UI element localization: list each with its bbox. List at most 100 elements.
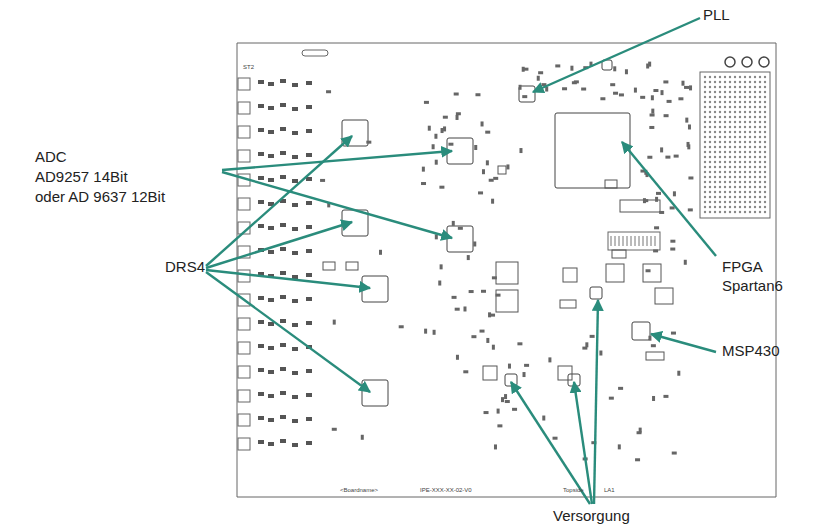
pin-dot xyxy=(744,201,746,203)
pin-dot xyxy=(739,106,741,108)
smd-part xyxy=(280,391,286,395)
pin-dot xyxy=(739,136,741,138)
pin-dot xyxy=(739,126,741,128)
pin-dot xyxy=(714,176,716,178)
ic-chip xyxy=(447,226,473,252)
pin-dot xyxy=(754,191,756,193)
pin-dot xyxy=(714,116,716,118)
pin-dot xyxy=(714,206,716,208)
pin-dot xyxy=(754,96,756,98)
smd-part xyxy=(640,96,645,99)
pin-dot xyxy=(759,101,761,103)
pin-dot xyxy=(749,161,751,163)
smd-part xyxy=(379,250,382,255)
pin-dot xyxy=(724,196,726,198)
inductor xyxy=(483,366,497,380)
pin-dot xyxy=(729,206,731,208)
pin-dot xyxy=(734,106,736,108)
pin-dot xyxy=(764,206,766,208)
smd-part xyxy=(673,191,676,196)
smd-part xyxy=(678,97,683,100)
smd-part xyxy=(280,247,286,251)
inductor xyxy=(563,268,577,282)
smd-part xyxy=(454,93,459,96)
pin-dot xyxy=(724,96,726,98)
pin-dot xyxy=(734,171,736,173)
pin-dot xyxy=(754,81,756,83)
smd-part xyxy=(555,64,560,67)
pin-dot xyxy=(719,166,721,168)
pin-dot xyxy=(759,126,761,128)
smd-part xyxy=(517,342,522,345)
pin-dot xyxy=(724,186,726,188)
pin-dot xyxy=(719,146,721,148)
pin-dot xyxy=(709,96,711,98)
pin-dot xyxy=(739,166,741,168)
smd-part xyxy=(494,444,497,449)
callout-label: FPGA xyxy=(722,258,763,276)
pin-dot xyxy=(729,211,731,213)
pin-dot xyxy=(734,76,736,78)
pin-dot xyxy=(719,111,721,113)
smd-part xyxy=(306,417,312,421)
smd-part xyxy=(684,260,687,265)
callout-label: ADC xyxy=(35,148,67,166)
smd-part xyxy=(268,106,274,110)
pin-dot xyxy=(734,111,736,113)
smd-part xyxy=(306,441,312,445)
smd-part xyxy=(471,335,476,338)
pin-dot xyxy=(744,101,746,103)
pin-dot xyxy=(739,171,741,173)
smd-part xyxy=(292,347,298,351)
pin-dot xyxy=(739,76,741,78)
pin-dot xyxy=(749,101,751,103)
pin-dot xyxy=(744,81,746,83)
pin-dot xyxy=(764,86,766,88)
smd-part xyxy=(523,372,526,377)
pin-dot xyxy=(749,81,751,83)
smd-part xyxy=(524,364,529,367)
smd-part xyxy=(268,178,274,182)
pin-dot xyxy=(714,201,716,203)
smd-part xyxy=(292,155,298,159)
input-connector xyxy=(238,318,250,330)
smd-part xyxy=(688,176,693,179)
smd-part xyxy=(489,179,494,182)
pin-dot xyxy=(739,91,741,93)
header-pin xyxy=(611,236,612,246)
pin-dot xyxy=(754,181,756,183)
smd-part xyxy=(650,114,655,117)
pin-dot xyxy=(734,196,736,198)
pin-dot xyxy=(739,116,741,118)
pin-dot xyxy=(704,111,706,113)
pin-dot xyxy=(739,96,741,98)
smd-part xyxy=(491,199,494,204)
pin-dot xyxy=(734,126,736,128)
leader-arrow xyxy=(222,151,452,170)
pin-dot xyxy=(719,196,721,198)
smd-part xyxy=(473,241,476,246)
pin-dot xyxy=(719,91,721,93)
smd-part xyxy=(537,76,540,81)
smd-part xyxy=(484,411,489,414)
pin-dot xyxy=(764,101,766,103)
inductor xyxy=(646,352,664,360)
smd-part xyxy=(506,164,509,169)
pin-dot xyxy=(729,141,731,143)
smd-part xyxy=(653,89,658,92)
pin-dot xyxy=(749,206,751,208)
smd-part xyxy=(280,439,286,443)
smd-part xyxy=(434,134,437,139)
smd-part xyxy=(492,276,497,279)
smd-part xyxy=(326,90,331,93)
smd-part xyxy=(306,249,312,253)
smd-part xyxy=(681,81,684,86)
smd-part xyxy=(361,435,364,440)
callout-label: Spartan6 xyxy=(722,277,783,295)
input-connector xyxy=(238,414,250,426)
pin-dot xyxy=(764,151,766,153)
silkscreen-text: <Boardname> xyxy=(340,487,378,494)
smd-part xyxy=(688,208,693,211)
smd-part xyxy=(562,87,567,90)
pin-dot xyxy=(724,106,726,108)
